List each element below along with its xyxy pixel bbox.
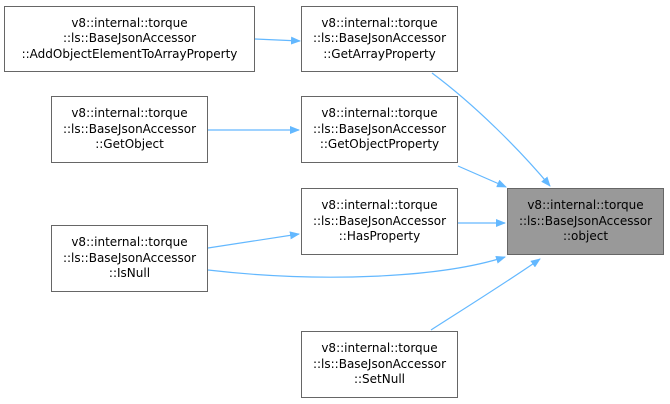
- node-object-focus[interactable]: v8::internal::torque ::ls::BaseJsonAcces…: [507, 188, 664, 255]
- node-line: v8::internal::torque: [321, 15, 438, 30]
- node-has-property[interactable]: v8::internal::torque ::ls::BaseJsonAcces…: [301, 188, 458, 255]
- node-add-object-element-to-array-property[interactable]: v8::internal::torque ::ls::BaseJsonAcces…: [4, 6, 255, 72]
- node-get-object[interactable]: v8::internal::torque ::ls::BaseJsonAcces…: [51, 96, 208, 163]
- node-line: ::SetNull: [353, 372, 406, 387]
- edge-addobject-to-getarray: [254, 36, 301, 45]
- node-is-null[interactable]: v8::internal::torque ::ls::BaseJsonAcces…: [51, 225, 208, 292]
- node-line: ::object: [562, 229, 609, 244]
- node-get-object-property[interactable]: v8::internal::torque ::ls::BaseJsonAcces…: [301, 96, 458, 163]
- node-get-array-property[interactable]: v8::internal::torque ::ls::BaseJsonAcces…: [301, 6, 458, 72]
- node-line: ::ls::BaseJsonAccessor: [518, 213, 653, 228]
- edge-getobjectproperty-to-object: [457, 165, 507, 188]
- node-line: v8::internal::torque: [71, 235, 188, 250]
- node-line: v8::internal::torque: [321, 198, 438, 213]
- node-set-null[interactable]: v8::internal::torque ::ls::BaseJsonAcces…: [301, 331, 458, 398]
- node-line: ::GetArrayProperty: [323, 46, 436, 61]
- node-line: ::ls::BaseJsonAccessor: [312, 213, 447, 228]
- node-line: ::ls::BaseJsonAccessor: [312, 121, 447, 136]
- edge-setnull-to-object: [430, 258, 541, 331]
- node-line: ::ls::BaseJsonAccessor: [62, 121, 197, 136]
- edge-isnull-to-object: [207, 255, 506, 278]
- node-line: v8::internal::torque: [321, 106, 438, 121]
- node-line: ::GetObject: [95, 137, 164, 152]
- node-line: v8::internal::torque: [71, 15, 188, 30]
- node-line: ::ls::BaseJsonAccessor: [312, 31, 447, 46]
- node-line: ::HasProperty: [338, 229, 421, 244]
- node-line: ::ls::BaseJsonAccessor: [62, 250, 197, 265]
- node-line: ::IsNull: [108, 266, 151, 281]
- node-line: v8::internal::torque: [527, 198, 644, 213]
- edge-getarray-to-object: [431, 72, 551, 187]
- edge-isnull-to-hasproperty: [207, 231, 300, 249]
- node-line: v8::internal::torque: [321, 341, 438, 356]
- node-line: v8::internal::torque: [71, 106, 188, 121]
- node-line: ::AddObjectElementToArrayProperty: [21, 46, 238, 61]
- node-line: ::ls::BaseJsonAccessor: [62, 31, 197, 46]
- node-line: ::ls::BaseJsonAccessor: [312, 356, 447, 371]
- node-line: ::GetObjectProperty: [319, 137, 440, 152]
